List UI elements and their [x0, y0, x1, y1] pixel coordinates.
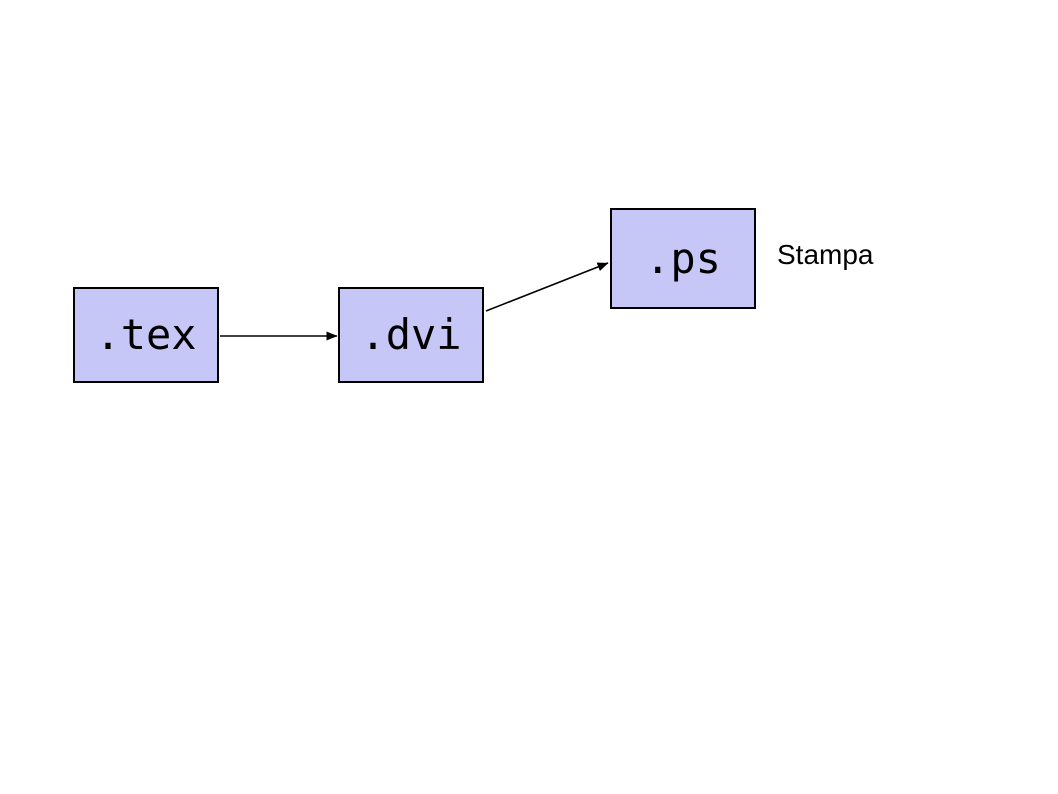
edge-dvi-to-ps — [485, 262, 609, 312]
node-ps[interactable]: .ps — [610, 208, 756, 309]
annotation-stampa: Stampa — [777, 239, 874, 270]
node-dvi-label: .dvi — [360, 310, 462, 359]
node-ps-label: .ps — [645, 233, 721, 283]
node-tex-label: .tex — [95, 310, 197, 359]
node-tex[interactable]: .tex — [73, 287, 219, 383]
node-dvi[interactable]: .dvi — [338, 287, 484, 383]
